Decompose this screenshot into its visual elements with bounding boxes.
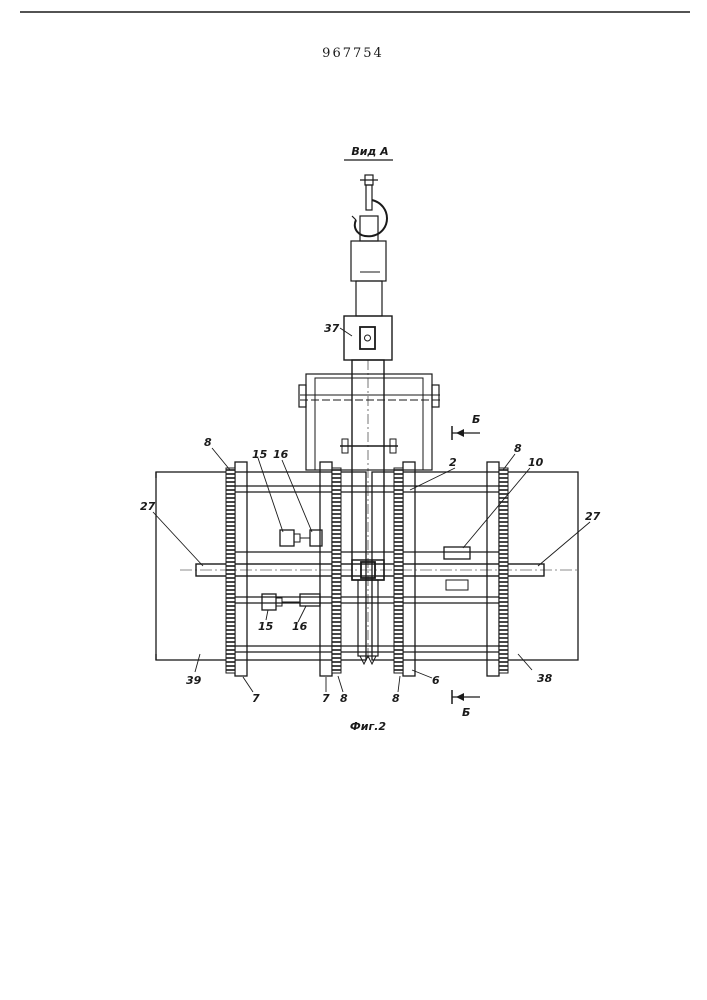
label-section-bottom: Б: [462, 706, 470, 719]
view-title: Вид А: [351, 145, 388, 158]
label-27-left: 27: [140, 500, 156, 513]
figure-caption: Фиг.2: [350, 720, 387, 733]
section-marker-bottom: [452, 690, 480, 704]
label-8-bottom-right: 8: [392, 692, 400, 705]
section-marker-top: [452, 426, 480, 440]
wheel-assembly-4: [487, 462, 508, 676]
label-15-lower: 15: [258, 620, 274, 633]
wheel-assembly-1: [226, 462, 247, 676]
label-2: 2: [449, 456, 457, 469]
label-10: 10: [528, 456, 544, 469]
label-16-lower: 16: [292, 620, 308, 633]
label-7-left: 7: [252, 692, 260, 705]
label-8-top-right: 8: [514, 442, 522, 455]
wheel-assembly-3: [394, 462, 415, 676]
label-15-upper: 15: [252, 448, 268, 461]
label-38: 38: [537, 672, 553, 685]
sprocket-4: [499, 468, 508, 673]
suspension-body: [356, 281, 382, 316]
label-8-top-left: 8: [204, 436, 212, 449]
label-8-bottom-mid: 8: [340, 692, 348, 705]
label-16-upper: 16: [273, 448, 289, 461]
upper-frame: [306, 374, 432, 470]
element-10: [444, 547, 470, 559]
sprocket-3: [394, 468, 403, 673]
machine-drawing: [150, 175, 590, 704]
suspension-block: [351, 241, 386, 281]
wheel-assembly-2: [320, 462, 341, 676]
label-27-right: 27: [585, 510, 601, 523]
label-7-mid: 7: [322, 692, 330, 705]
label-section-top: Б: [472, 413, 480, 426]
hook: [352, 175, 387, 236]
sprocket-1: [226, 468, 235, 673]
sensor-upper: [280, 530, 322, 546]
pivot-housing-37: [344, 316, 392, 360]
sprocket-2: [332, 468, 341, 673]
patent-number: 967754: [322, 46, 384, 61]
label-39: 39: [186, 674, 202, 687]
label-37: 37: [324, 322, 340, 335]
label-6: 6: [432, 674, 440, 687]
